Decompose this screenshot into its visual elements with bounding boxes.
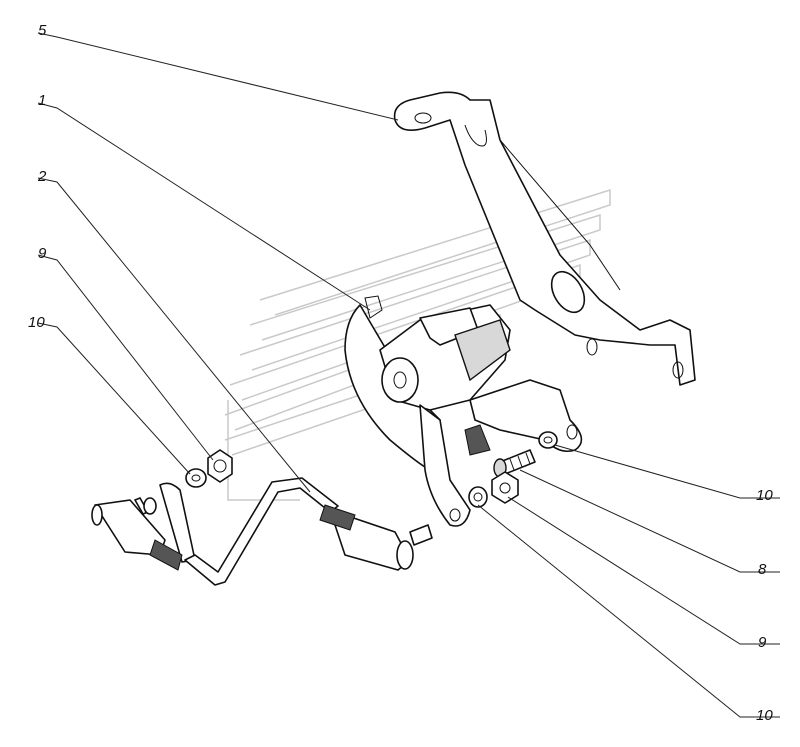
callout-10-right-upper: 10 [756, 487, 773, 504]
washer-part [538, 431, 558, 449]
callout-10-left: 10 [28, 314, 45, 331]
washer-part [185, 468, 207, 488]
rod-part [91, 477, 433, 586]
callout-9-left: 9 [38, 245, 47, 262]
callout-9-right: 9 [758, 634, 767, 651]
callout-2: 2 [37, 168, 47, 185]
callout-5: 5 [38, 22, 47, 39]
callout-1: 1 [38, 92, 46, 109]
leader-lines [37, 32, 780, 718]
lever-assembly [344, 295, 583, 527]
bolt-part [493, 449, 536, 478]
callout-labels: 5 1 2 9 10 10 8 9 10 [28, 22, 773, 724]
bracket-part [393, 91, 696, 386]
nut-part [207, 449, 233, 483]
nut-part [491, 471, 519, 504]
washer-part [468, 486, 488, 508]
callout-10-right-lower: 10 [756, 707, 773, 724]
callout-8: 8 [758, 561, 767, 578]
